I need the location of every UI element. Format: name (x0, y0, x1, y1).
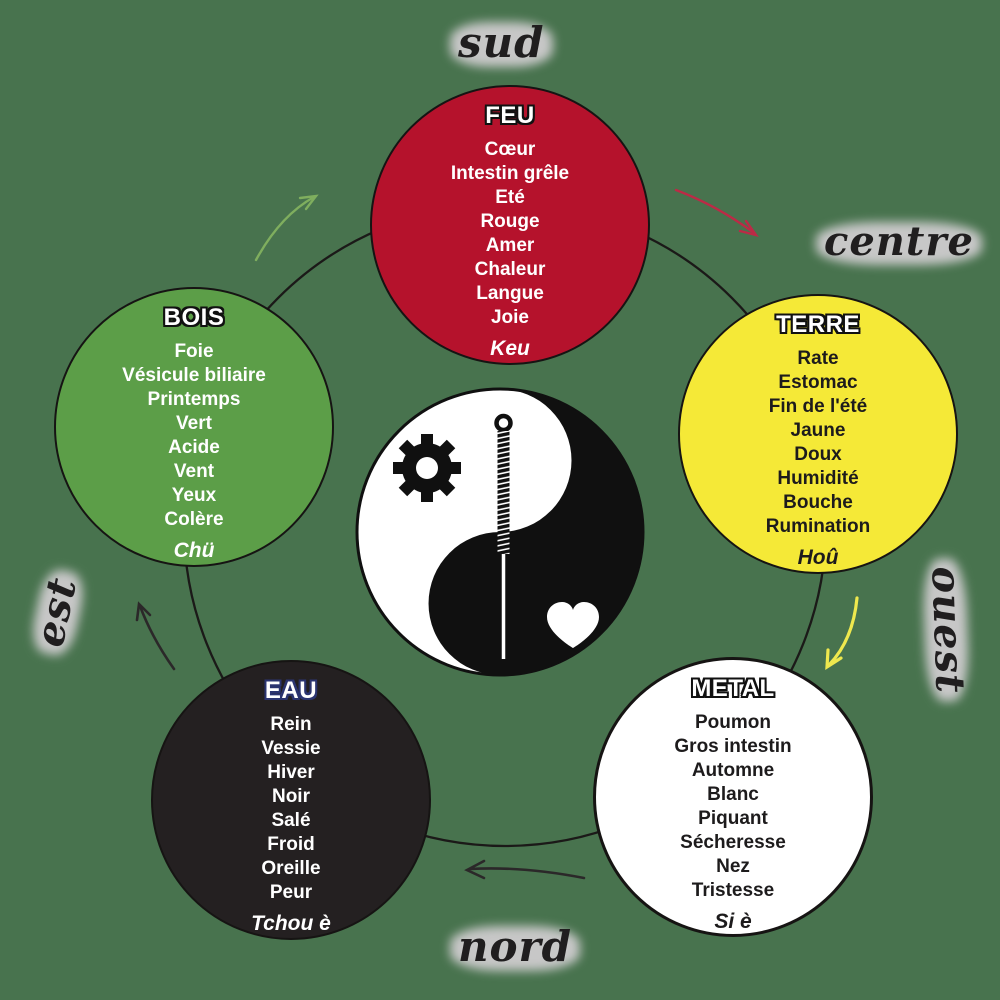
element-title-terre: TERRE (776, 311, 860, 338)
element-items: Rate Estomac Fin de l'été Jaune Doux Hum… (766, 347, 871, 539)
list-item: Vent (173, 461, 215, 482)
list-item: Froid (267, 834, 315, 855)
acupuncture-needle-icon (494, 413, 513, 659)
list-item: Gros intestin (674, 736, 792, 757)
arrow-bois-to-feu (254, 194, 319, 262)
heart-icon (547, 602, 599, 648)
element-phonetic-metal: Si è (714, 910, 752, 933)
list-item: Automne (691, 760, 775, 781)
list-item: Jaune (790, 420, 846, 441)
list-item: Fin de l'été (768, 396, 868, 417)
element-phonetic-terre: Hoû (797, 546, 839, 569)
list-item: Peur (269, 882, 313, 903)
direction-label-nord: nord (450, 922, 581, 971)
arrow-eau-to-bois (135, 601, 176, 671)
list-item: Langue (476, 283, 544, 304)
list-item: Oreille (261, 858, 321, 879)
list-item: Intestin grêle (450, 163, 570, 184)
list-item: Humidité (777, 468, 859, 489)
direction-label-ouest: ouest (922, 557, 974, 703)
list-item: Rein (270, 714, 312, 735)
element-title-eau: EAU (264, 677, 318, 704)
element-title-bois: BOIS (163, 304, 225, 331)
list-item: Blanc (707, 784, 759, 805)
list-item: Foie (174, 341, 214, 362)
list-item: Rouge (480, 211, 540, 232)
list-item: Eté (495, 187, 525, 208)
element-title-feu: FEU (485, 102, 535, 129)
list-item: Vert (176, 413, 212, 434)
list-item: Salé (271, 810, 311, 831)
element-title-metal: METAL (691, 675, 775, 702)
list-item: Yeux (171, 485, 217, 506)
list-item: Bouche (783, 492, 853, 513)
element-phonetic-eau: Tchou è (251, 912, 331, 935)
list-item: Poumon (695, 712, 771, 733)
element-circle-bois: BOIS Foie Vésicule biliaire Printemps Ve… (54, 287, 334, 567)
list-item: Estomac (778, 372, 858, 393)
list-item: Rumination (765, 516, 871, 537)
list-item: Noir (271, 786, 310, 807)
element-items: Foie Vésicule biliaire Printemps Vert Ac… (122, 340, 266, 532)
arrow-metal-to-eau (464, 859, 586, 880)
list-item: Nez (716, 856, 750, 877)
list-item: Hiver (267, 762, 315, 783)
list-item: Cœur (484, 139, 536, 160)
list-item: Piquant (698, 808, 768, 829)
element-circle-metal: METAL Poumon Gros intestin Automne Blanc… (593, 657, 873, 937)
list-item: Sécheresse (680, 832, 786, 853)
list-item: Rate (797, 348, 839, 369)
direction-label-sud: sud (450, 18, 553, 67)
arrow-feu-to-terre (674, 188, 759, 237)
element-circle-eau: EAU Rein Vessie Hiver Noir Salé Froid Or… (151, 660, 431, 940)
list-item: Acide (168, 437, 220, 458)
list-item: Chaleur (474, 259, 546, 280)
element-circle-feu: FEU Cœur Intestin grêle Eté Rouge Amer C… (370, 85, 650, 365)
list-item: Joie (490, 307, 530, 328)
list-item: Printemps (147, 389, 241, 410)
direction-label-centre: centre (816, 218, 982, 265)
list-item: Vésicule biliaire (122, 365, 266, 386)
element-circle-terre: TERRE Rate Estomac Fin de l'été Jaune Do… (678, 294, 958, 574)
element-phonetic-feu: Keu (490, 337, 530, 360)
list-item: Doux (794, 444, 842, 465)
list-item: Vessie (261, 738, 321, 759)
list-item: Colère (164, 509, 224, 530)
element-items: Poumon Gros intestin Automne Blanc Piqua… (674, 711, 791, 903)
element-items: Rein Vessie Hiver Noir Salé Froid Oreill… (261, 713, 320, 905)
element-items: Cœur Intestin grêle Eté Rouge Amer Chale… (451, 138, 569, 330)
yin-yang-symbol (355, 387, 645, 677)
list-item: Tristesse (691, 880, 775, 901)
element-phonetic-bois: Chü (173, 539, 215, 562)
gear-icon (393, 434, 461, 502)
list-item: Amer (485, 235, 535, 256)
arrow-terre-to-metal (825, 596, 859, 671)
